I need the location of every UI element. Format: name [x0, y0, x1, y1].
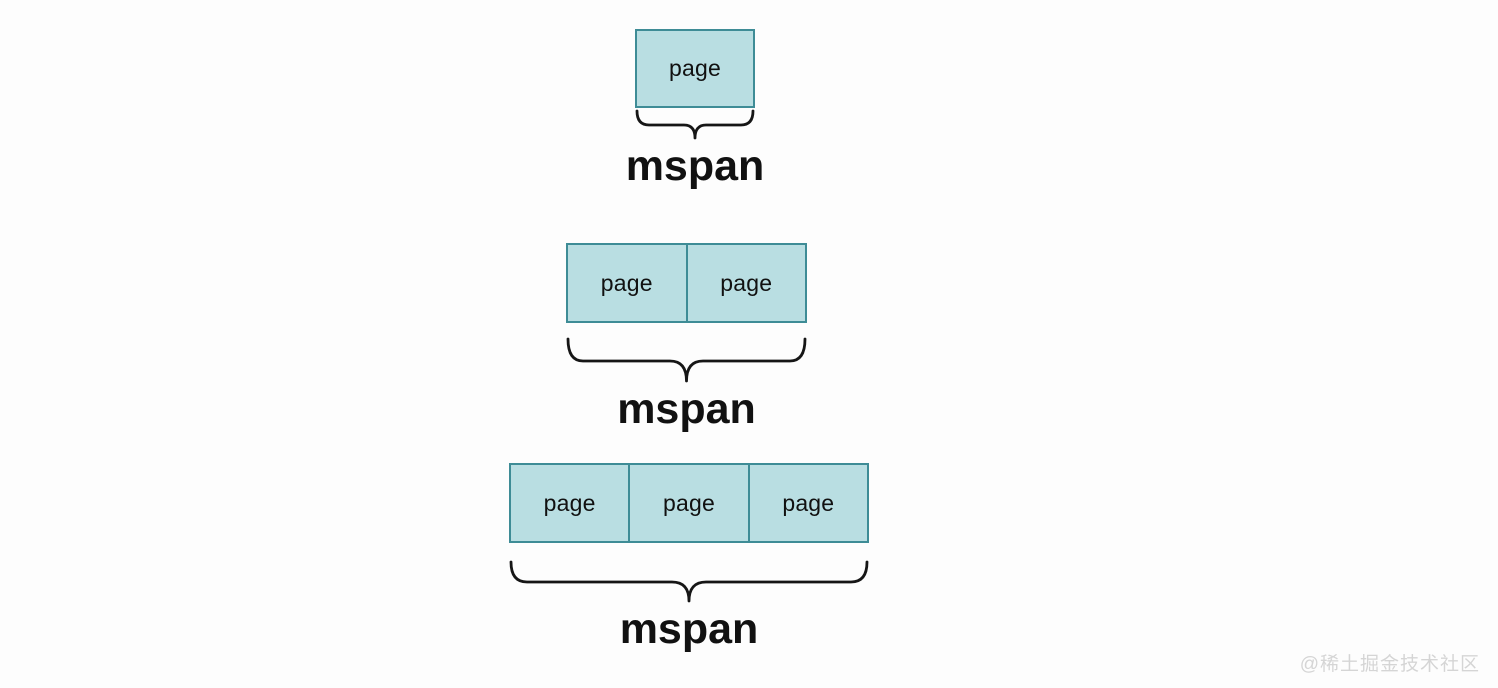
page-box: page	[628, 465, 747, 541]
page-label: page	[663, 489, 715, 516]
page-label: page	[720, 269, 773, 296]
mspan-label: mspan	[625, 142, 765, 190]
page-box-row: page page	[566, 243, 807, 323]
page-label: page	[543, 489, 596, 516]
page-box: page	[568, 245, 686, 321]
mspan-group-2: page page mspan	[566, 243, 807, 434]
mspan-group-3: page page page mspan	[509, 463, 869, 654]
page-box: page	[685, 245, 806, 321]
mspan-label: mspan	[619, 605, 759, 653]
page-box: page	[637, 31, 753, 106]
watermark: @稀土掘金技术社区	[1299, 654, 1480, 675]
page-label: page	[782, 489, 835, 516]
page-label: page	[669, 55, 721, 81]
mspan-group-1: page mspan	[626, 29, 764, 191]
mspan-label: mspan	[617, 385, 756, 433]
page-box: page	[511, 465, 628, 541]
page-box: page	[747, 465, 867, 541]
brace-icon	[566, 337, 807, 383]
brace-icon	[509, 560, 869, 603]
page-box-row: page	[635, 29, 755, 108]
brace-icon	[635, 109, 755, 140]
page-box-row: page page page	[509, 463, 869, 543]
page-label: page	[600, 269, 653, 296]
